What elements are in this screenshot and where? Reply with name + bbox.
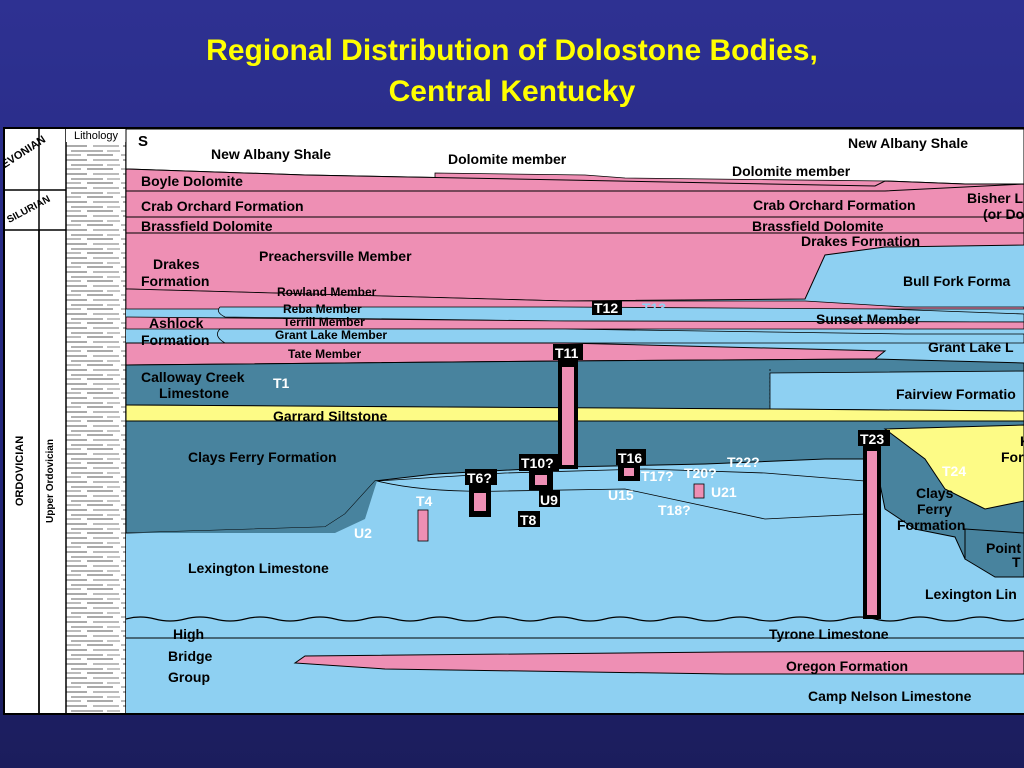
- body-t11: [562, 367, 574, 465]
- label-camp-nelson: Camp Nelson Limestone: [808, 688, 972, 704]
- label-clays-ferry-right-3: Formation: [897, 517, 965, 533]
- body-t8-frame: [518, 511, 540, 527]
- label-lexington-left: Lexington Limestone: [188, 560, 329, 576]
- series-label-upper-ordovician: Upper Ordovician: [45, 439, 56, 523]
- label-t17: T17?: [641, 468, 674, 484]
- system-label-ordovician: ORDOVICIAN: [14, 436, 26, 506]
- body-t20: [693, 483, 705, 499]
- label-t12: T12: [594, 300, 618, 316]
- label-rowland: Rowland Member: [277, 285, 377, 299]
- label-u15: U15: [608, 487, 634, 503]
- label-clays-ferry-right-1: Clays: [916, 485, 954, 501]
- point-pleasant-tongue: [964, 528, 1024, 578]
- label-high-bridge-3: Group: [168, 669, 210, 685]
- label-point-pleasant-1: Point: [986, 540, 1021, 556]
- label-bisher-line-2: (or Do: [983, 206, 1024, 222]
- south-marker: S: [138, 133, 148, 150]
- label-new-albany-right: New Albany Shale: [848, 135, 968, 151]
- label-high-bridge-2: Bridge: [168, 648, 213, 664]
- slide-title-line-2: Central Kentucky: [388, 75, 636, 108]
- label-reba: Reba Member: [283, 302, 362, 316]
- label-grant-lake-member: Grant Lake Member: [275, 328, 387, 342]
- label-t8: T8: [520, 512, 537, 528]
- label-kope-line-2: For: [1001, 449, 1024, 465]
- label-clays-ferry-left: Clays Ferry Formation: [188, 449, 337, 465]
- label-dolomite-member-right: Dolomite member: [732, 163, 851, 179]
- label-drakes-line-1: Drakes: [153, 256, 200, 272]
- label-t11: T11: [555, 345, 579, 361]
- label-ashlock-line-2: Formation: [141, 332, 209, 348]
- label-t22: T22?: [727, 454, 760, 470]
- label-new-albany-left: New Albany Shale: [211, 146, 331, 162]
- label-fairview: Fairview Formatio: [896, 386, 1016, 402]
- label-t24: T24: [942, 463, 966, 479]
- oregon-formation: [293, 650, 1024, 675]
- label-calloway-line-1: Calloway Creek: [141, 369, 245, 385]
- label-oregon: Oregon Formation: [786, 658, 908, 674]
- grant-lake-member-band: [217, 328, 1024, 344]
- slide-title-line-1: Regional Distribution of Dolostone Bodie…: [206, 34, 818, 67]
- brassfield-dolomite: [125, 216, 1024, 234]
- label-t16: T16: [618, 450, 642, 466]
- label-t23: T23: [860, 431, 884, 447]
- label-lexington-right: Lexington Lin: [925, 586, 1017, 602]
- label-sunset: Sunset Member: [816, 311, 921, 327]
- body-t10: [535, 475, 547, 485]
- label-drakes-line-2: Formation: [141, 273, 209, 289]
- label-grant-lake-right: Grant Lake L: [928, 339, 1014, 355]
- label-t4: T4: [416, 493, 433, 509]
- label-t18: T18?: [658, 502, 691, 518]
- label-u9: U9: [540, 492, 558, 508]
- terrill-member: [125, 316, 1024, 330]
- label-calloway-line-2: Limestone: [159, 385, 229, 401]
- body-u9-frame: [539, 490, 560, 507]
- label-garrard: Garrard Siltstone: [273, 408, 388, 424]
- label-t13: T13: [642, 300, 666, 316]
- body-t4: [417, 509, 429, 542]
- unit-labels: S New Albany Shale New Albany Shale Dolo…: [138, 133, 1024, 704]
- cross-section-svg: DEVONIAN SILURIAN ORDOVICIAN Upper Ordov…: [5, 129, 1024, 713]
- label-drakes-formation-right: Drakes Formation: [801, 233, 920, 249]
- label-bisher-line-1: Bisher L: [967, 190, 1023, 206]
- label-tate: Tate Member: [288, 347, 361, 361]
- label-t6: T6?: [467, 470, 492, 486]
- stratigraphic-cross-section: DEVONIAN SILURIAN ORDOVICIAN Upper Ordov…: [3, 127, 1024, 715]
- label-u2: U2: [354, 525, 372, 541]
- label-u21: U21: [711, 484, 737, 500]
- body-t12-frame: [592, 301, 622, 315]
- label-kope-line-1: K: [1020, 433, 1024, 449]
- body-t6: [474, 493, 486, 511]
- label-clays-ferry-right-2: Ferry: [917, 501, 952, 517]
- label-terrill: Terrill Member: [283, 315, 365, 329]
- kope-formation: [883, 424, 1024, 510]
- label-t20: T20?: [684, 465, 717, 481]
- label-ashlock-line-1: Ashlock: [149, 315, 204, 331]
- label-high-bridge-1: High: [173, 626, 204, 642]
- label-tyrone: Tyrone Limestone: [769, 626, 889, 642]
- fairview-formation: [769, 370, 1024, 412]
- body-t23: [867, 451, 877, 615]
- label-point-pleasant-2: T: [1012, 554, 1021, 570]
- body-labels: T1 T4 T6? T8 T10? T11 T12 T13 T16 T17? T…: [273, 300, 966, 541]
- lithology-column: [66, 129, 126, 713]
- label-dolomite-member-left: Dolomite member: [448, 151, 567, 167]
- body-t16: [624, 468, 634, 476]
- label-crab-orchard-left: Crab Orchard Formation: [141, 198, 304, 214]
- label-t10: T10?: [521, 455, 554, 471]
- label-t1: T1: [273, 375, 290, 391]
- label-crab-orchard-right: Crab Orchard Formation: [753, 197, 916, 213]
- label-preachersville: Preachersville Member: [259, 248, 412, 264]
- label-brassfield-right: Brassfield Dolomite: [752, 218, 884, 234]
- label-bull-fork: Bull Fork Forma: [903, 273, 1011, 289]
- label-boyle-dolomite: Boyle Dolomite: [141, 173, 243, 189]
- lithology-header: Lithology: [74, 130, 119, 142]
- label-brassfield-left: Brassfield Dolomite: [141, 218, 273, 234]
- system-column: [5, 129, 39, 713]
